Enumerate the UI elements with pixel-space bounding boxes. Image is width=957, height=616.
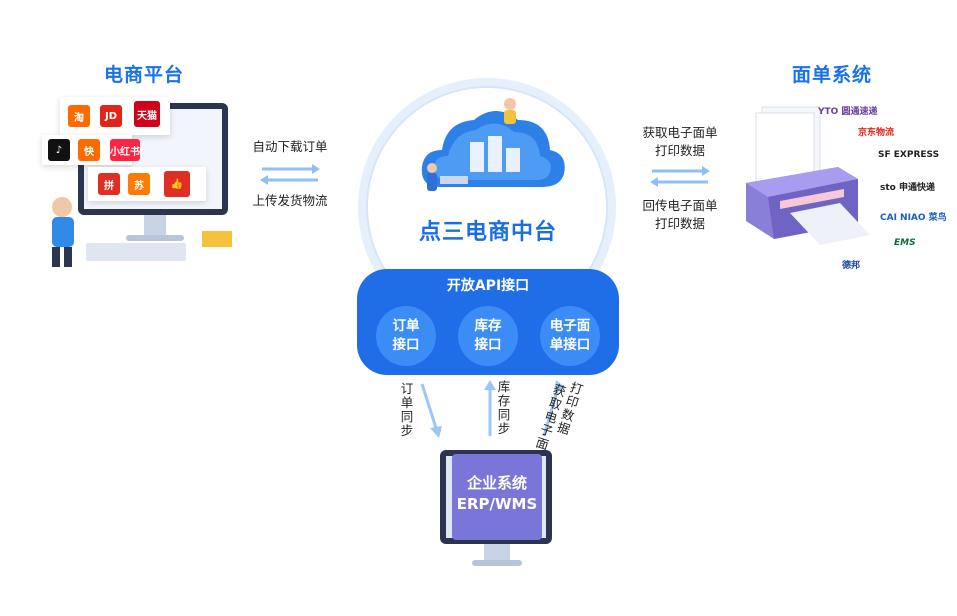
waybill-print-arrow-icon bbox=[538, 380, 568, 444]
tmall-icon: 天猫 bbox=[134, 101, 160, 127]
left-arrow-top-label: 自动下载订单 bbox=[252, 139, 328, 154]
inventory-api-line2: 接口 bbox=[474, 337, 502, 353]
debang-logo: 德邦 bbox=[842, 261, 861, 271]
erp-monitor bbox=[438, 448, 558, 582]
order-sync-arrow-icon bbox=[418, 380, 448, 444]
right-exchange-arrows-icon bbox=[650, 164, 710, 192]
right-arrow-bottom-label-2: 打印数据 bbox=[654, 216, 705, 231]
kuaishou-icon: 快 bbox=[78, 139, 100, 161]
waybill-api-button[interactable]: 电子面单接口 bbox=[540, 306, 600, 366]
right-title: 面单系统 bbox=[792, 64, 873, 86]
right-arrow-top-label-2: 打印数据 bbox=[654, 143, 705, 158]
api-panel-title: 开放API接口 bbox=[446, 278, 530, 294]
inventory-sync-arrow-icon bbox=[480, 380, 500, 444]
order-api-line2: 接口 bbox=[392, 337, 420, 353]
left-title: 电商平台 bbox=[104, 64, 185, 86]
cloud-illustration bbox=[410, 92, 570, 216]
sf-logo: SF EXPRESS bbox=[878, 150, 940, 160]
thumb-icon: 👍 bbox=[164, 171, 190, 197]
waybill-api-line2: 单接口 bbox=[549, 337, 591, 353]
right-arrow-bottom-label-1: 回传电子面单 bbox=[642, 198, 718, 213]
taobao-icon: 淘 bbox=[68, 105, 90, 127]
erp-line1: 企业系统 bbox=[466, 474, 527, 492]
inventory-api-button[interactable]: 库存接口 bbox=[458, 306, 518, 366]
left-arrow-bottom-label: 上传发货物流 bbox=[252, 193, 328, 208]
inventory-sync-label: 库存同步 bbox=[497, 379, 511, 436]
inventory-api-line1: 库存 bbox=[474, 318, 502, 334]
suning-icon: 苏 bbox=[128, 173, 150, 195]
jd-logistics-logo: 京东物流 bbox=[858, 128, 895, 138]
jd-icon: JD bbox=[100, 105, 122, 127]
cainiao-logo: CAI NIAO 菜鸟 bbox=[880, 213, 947, 223]
api-panel: 开放API接口 订单接口 库存接口 电子面单接口 bbox=[357, 269, 619, 375]
right-arrow-top-label-1: 获取电子面单 bbox=[642, 125, 718, 140]
platform-logo-cards: 淘 JD 天猫 ♪ 快 小红书 拼 苏 👍 bbox=[42, 97, 220, 202]
sto-logo: sto 申通快递 bbox=[880, 183, 935, 193]
waybill-api-line1: 电子面 bbox=[549, 318, 591, 334]
pinduoduo-icon: 拼 bbox=[98, 173, 120, 195]
printer-illustration bbox=[740, 105, 890, 269]
xiaohongshu-icon: 小红书 bbox=[110, 139, 140, 161]
order-api-button[interactable]: 订单接口 bbox=[376, 306, 436, 366]
erp-line2: ERP/WMS bbox=[456, 495, 538, 513]
left-exchange-arrows-icon bbox=[260, 162, 320, 190]
tiktok-icon: ♪ bbox=[48, 139, 70, 161]
order-sync-label: 订单同步 bbox=[400, 381, 414, 438]
yto-logo: YTO 圆通速递 bbox=[818, 107, 878, 117]
center-title: 点三电商中台 bbox=[418, 220, 557, 245]
ems-logo: EMS bbox=[894, 238, 916, 248]
order-api-line1: 订单 bbox=[392, 318, 420, 334]
